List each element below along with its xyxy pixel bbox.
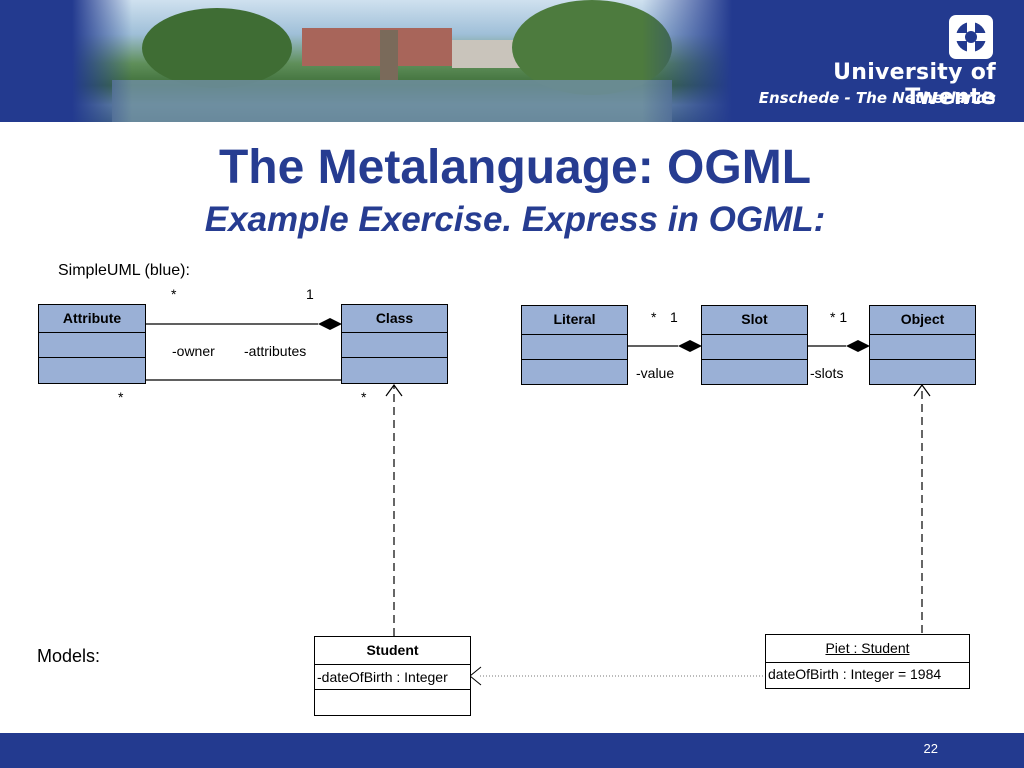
header-banner: University of Twente Enschede - The Neth… <box>0 0 1024 122</box>
role-slots: -slots <box>810 365 844 381</box>
mult-literal: * <box>651 309 657 325</box>
page-number: 22 <box>923 741 938 756</box>
class-name: Literal <box>522 306 627 335</box>
role-attributes: -attributes <box>244 343 307 359</box>
object-slot: dateOfBirth : Integer = 1984 <box>768 666 942 682</box>
role-value: -value <box>636 365 675 381</box>
mult-class-end: 1 <box>306 286 314 302</box>
mult-lower-left: * <box>118 389 124 405</box>
class-name: Slot <box>702 306 807 335</box>
university-location: Enschede - The Netherlands <box>758 89 996 107</box>
models-label: Models: <box>37 646 101 666</box>
object-name: Piet : Student <box>766 635 969 663</box>
footer-bar: 22 <box>0 733 1024 768</box>
mult-lower-right: * <box>361 389 367 405</box>
class-name: Student <box>315 637 470 665</box>
slide-title: The Metalanguage: OGML <box>218 141 812 194</box>
mult-slot: 1 <box>670 309 678 325</box>
uml-class-class: Class <box>341 304 448 384</box>
campus-photo <box>72 0 732 122</box>
mult-slots: * 1 <box>830 309 848 325</box>
university-name: University of Twente <box>833 60 996 110</box>
slide-subtitle: Example Exercise. Express in OGML: <box>204 200 826 239</box>
class-name: Attribute <box>39 305 145 333</box>
uml-class-object: Object <box>869 305 976 385</box>
uml-class-literal: Literal <box>521 305 628 385</box>
uml-class-slot: Slot <box>701 305 808 385</box>
class-name: Object <box>870 306 975 335</box>
university-logo-icon <box>949 15 993 59</box>
class-name: Class <box>342 305 447 333</box>
uml-class-student: Student -dateOfBirth : Integer <box>314 636 471 716</box>
role-owner: -owner <box>172 343 215 359</box>
simpleuml-label: SimpleUML (blue): <box>58 262 190 279</box>
mult-attribute-end: * <box>171 286 177 302</box>
uml-object-piet: Piet : Student dateOfBirth : Integer = 1… <box>765 634 970 689</box>
uml-class-attribute: Attribute <box>38 304 146 384</box>
class-attribute: -dateOfBirth : Integer <box>315 665 470 690</box>
